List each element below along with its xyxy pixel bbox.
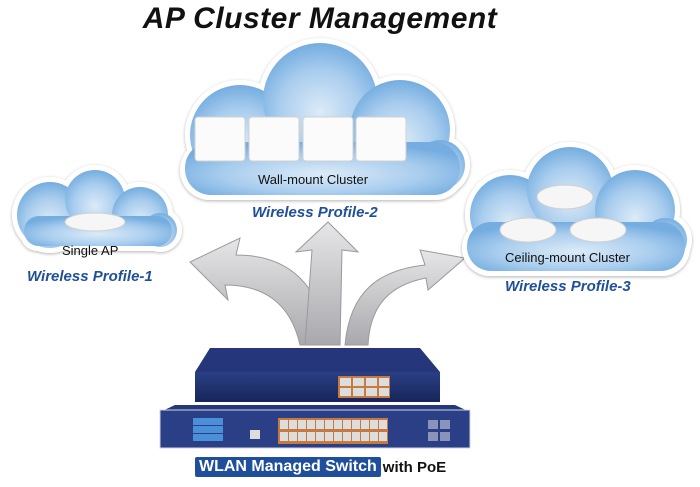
wall-ap-4 [355, 116, 407, 162]
ceiling-ap-3 [569, 217, 627, 243]
wall-ap-2 [248, 116, 300, 162]
cloud-profile-1 [12, 165, 182, 253]
ceiling-ap-2 [499, 217, 557, 243]
page-title: AP Cluster Management [142, 2, 498, 35]
cloud-label-wall-mount: Wall-mount Cluster [258, 172, 369, 187]
ceiling-ap-1 [536, 184, 594, 210]
banner-rest: with PoE [382, 458, 447, 476]
profile-label-1: Wireless Profile-1 [27, 268, 153, 285]
arrow-right [344, 249, 467, 346]
single-ap-device [64, 212, 126, 232]
cloud-label-ceiling-mount: Ceiling-mount Cluster [505, 250, 630, 265]
profile-label-2: Wireless Profile-2 [252, 204, 378, 221]
profile-label-3: Wireless Profile-3 [505, 278, 631, 295]
banner-highlight: WLAN Managed Switch [195, 457, 381, 477]
distribution-arrows [189, 221, 467, 346]
ceiling-aps [499, 184, 627, 243]
cloud-label-single-ap: Single AP [62, 243, 119, 258]
wall-mount-aps [194, 116, 407, 162]
wall-ap-1 [194, 116, 246, 162]
wall-ap-3 [302, 116, 354, 162]
switch-large [159, 405, 471, 449]
arrow-up [294, 221, 360, 346]
switch-small [195, 348, 440, 402]
switch-banner: WLAN Managed Switch with PoE [195, 456, 446, 478]
